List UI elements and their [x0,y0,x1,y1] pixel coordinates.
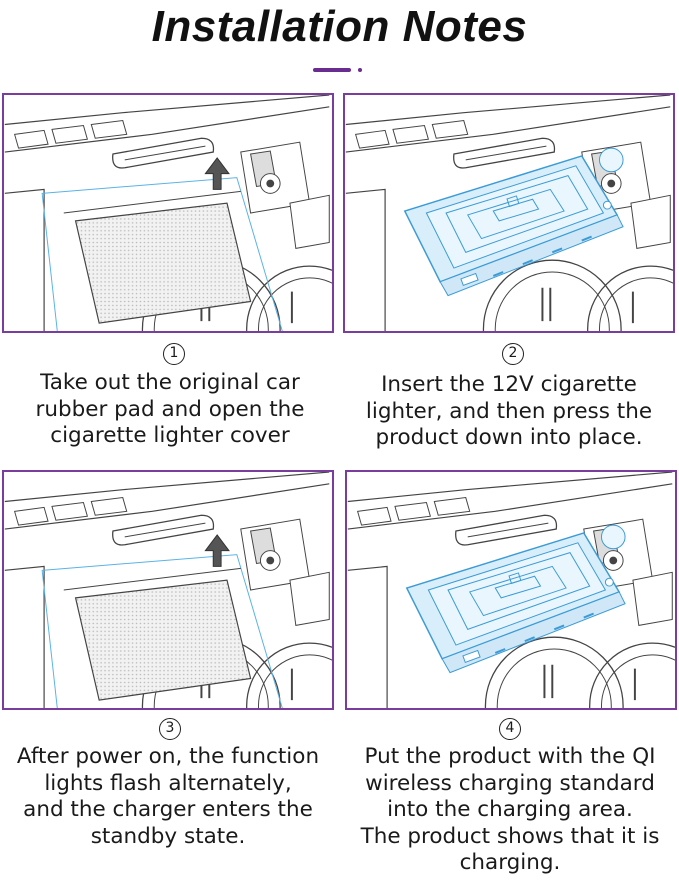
caption-line: After power on, the function [16,744,320,769]
step-3-number: 3 [159,718,181,740]
caption-line: lights flash alternately, [44,770,292,796]
step-4-number: 4 [499,718,521,740]
caption-line: standby state. [90,823,246,849]
step-4-caption: Put the product with the QI wireless cha… [342,744,678,877]
step-1-number: 1 [163,343,185,365]
caption-line: The product shows that it is [360,823,660,849]
caption-line: lighter, and then press the [365,398,653,424]
step-2-caption: Insert the 12V cigarette lighter, and th… [341,372,677,452]
step-1-image [2,93,334,333]
caption-line: charging. [459,850,561,875]
caption-line: Put the product with the QI [364,744,656,769]
step-2-image [343,93,675,333]
caption-line: cigarette lighter cover [50,423,290,448]
console-open-cover-illustration [4,95,332,331]
caption-line: into the charging area. [387,797,633,822]
caption-line: Insert the 12V cigarette [381,372,637,397]
step-4-image [345,470,677,710]
console-power-on-illustration [4,472,332,708]
step-3-caption: After power on, the function lights flas… [0,744,336,850]
phone-charging-illustration [347,472,675,708]
caption-line: and the charger enters the [23,797,313,822]
step-2-number: 2 [502,343,524,365]
caption-line: wireless charging standard [365,770,655,796]
caption-line: rubber pad and open the [35,396,305,422]
caption-line: product down into place. [375,425,643,450]
title-underline-decoration [313,68,373,74]
step-3-image [2,470,334,710]
page-title: Installation Notes [151,2,528,51]
step-1-caption: Take out the original car rubber pad and… [2,370,338,450]
caption-line: Take out the original car [40,370,300,395]
charger-inserted-illustration [345,95,673,331]
